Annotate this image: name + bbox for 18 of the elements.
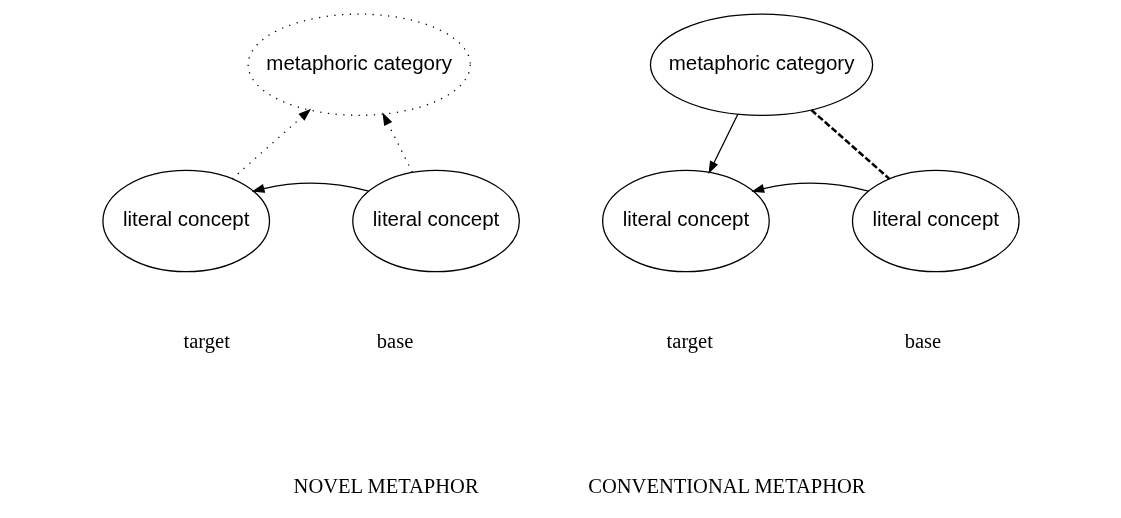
node-label: target	[666, 329, 713, 352]
node-ellipse: metaphoric category	[649, 13, 873, 116]
arrow	[251, 182, 369, 193]
node-ellipse: literal concept	[351, 169, 520, 272]
label: NOVEL METAPHOR	[293, 474, 479, 497]
node-label: base	[904, 329, 941, 352]
node-ellipse: literal concept	[601, 169, 770, 272]
node-ellipse: metaphoric category	[247, 13, 471, 116]
node-ellipse: literal concept	[101, 169, 270, 272]
connector	[810, 108, 890, 180]
arrow	[381, 112, 413, 173]
node-label: base	[376, 329, 413, 352]
arrow	[231, 108, 311, 179]
arrow	[707, 113, 738, 174]
node-ellipse: literal concept	[851, 169, 1020, 272]
node-label: target	[183, 329, 230, 352]
label: CONVENTIONAL METAPHOR	[587, 474, 866, 497]
arrow	[750, 182, 869, 193]
